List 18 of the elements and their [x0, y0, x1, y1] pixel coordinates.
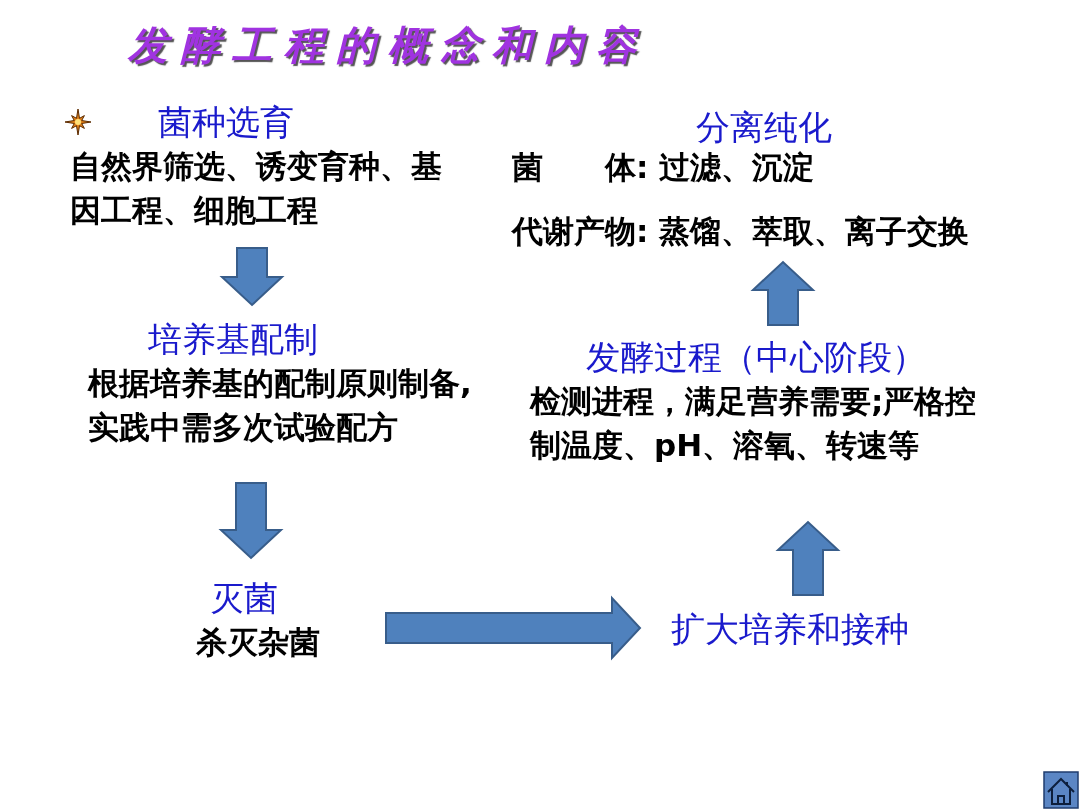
stage-description: 检测进程，满足营养需要;严格控制温度、pH、溶氧、转速等 — [530, 382, 978, 465]
stage-heading: 发酵过程（中心阶段） — [586, 336, 926, 379]
block-arrow — [219, 247, 285, 307]
stage-heading: 培养基配制 — [148, 318, 318, 361]
stage-description: 菌 体: 过滤、沉淀 — [512, 148, 816, 187]
stage-description: 杀灭杂菌 — [196, 623, 321, 662]
stage-heading: 扩大培养和接种 — [671, 608, 909, 651]
stage-heading: 菌种选育 — [158, 101, 294, 144]
stage-description: 代谢产物: 蒸馏、萃取、离子交换 — [512, 212, 971, 251]
block-arrow — [385, 595, 642, 661]
block-arrow — [775, 520, 841, 596]
stage-heading: 灭菌 — [210, 577, 278, 620]
block-arrow — [750, 260, 816, 326]
stage-description: 根据培养基的配制原则制备,实践中需多次试验配方 — [88, 364, 473, 447]
stage-description: 自然界筛选、诱变育种、基因工程、细胞工程 — [70, 147, 442, 230]
block-arrow — [218, 482, 284, 560]
slide-title: 发酵工程的概念和内容 — [128, 20, 648, 70]
stage-heading: 分离纯化 — [696, 106, 832, 149]
